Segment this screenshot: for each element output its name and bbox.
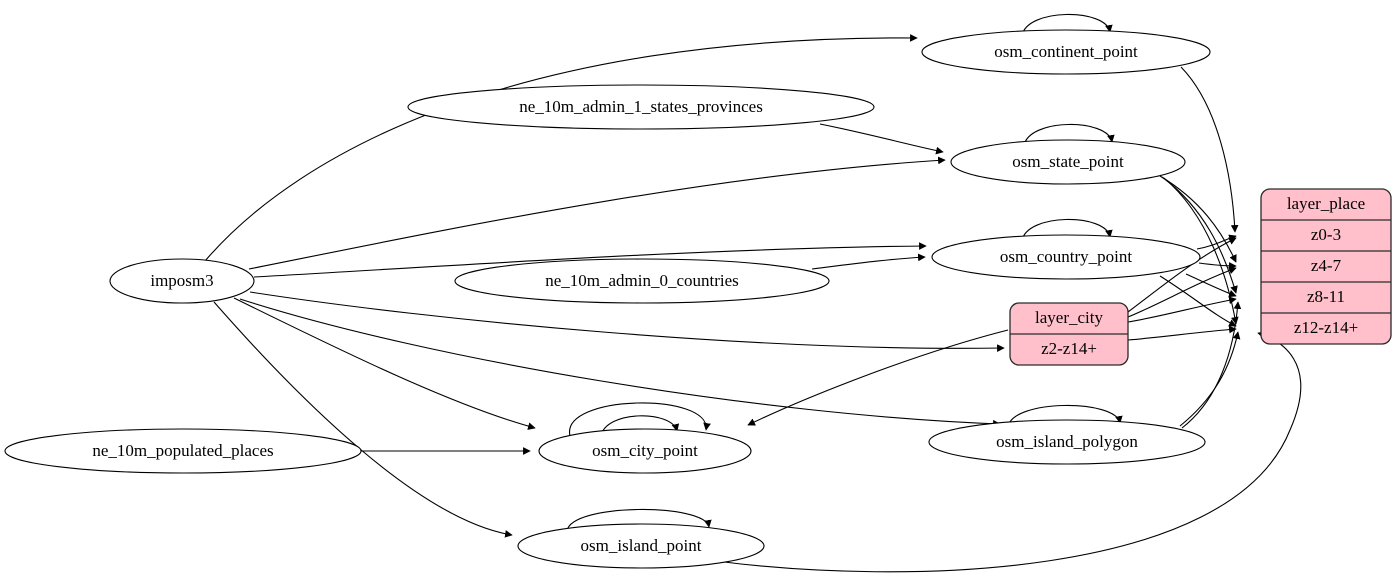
- node-ne-10m-admin-1-states-provinces[interactable]: ne_10m_admin_1_states_provinces: [407, 84, 875, 130]
- node-ne-10m-populated-places-label: ne_10m_populated_places: [92, 441, 273, 460]
- edge-states-provinces-to-osm-state-point: [819, 123, 944, 155]
- node-ne-10m-populated-places-shape: [4, 428, 362, 474]
- node-osm-state-point-shape: [950, 139, 1186, 185]
- edge-layer: [204, 13, 1302, 573]
- edge-admin0-countries-to-osm-country-point: [811, 253, 926, 270]
- node-osm-continent-point-label: osm_continent_point: [994, 42, 1138, 61]
- edge-osm-country-point-to-layer-place-z0-3: [1196, 234, 1237, 250]
- edge-imposm3-to-osm-country-point: [253, 242, 927, 278]
- node-ne-10m-admin-1-states-provinces-label: ne_10m_admin_1_states_provinces: [519, 97, 763, 116]
- node-layer: imposm3 ne_10m_admin_1_states_provinces …: [4, 29, 1211, 569]
- node-osm-state-point[interactable]: osm_state_point: [950, 139, 1186, 185]
- node-ne-10m-admin-0-countries-shape: [454, 258, 830, 304]
- node-osm-island-point[interactable]: osm_island_point: [517, 523, 765, 569]
- node-osm-state-point-label: osm_state_point: [1012, 152, 1124, 171]
- node-osm-country-point[interactable]: osm_country_point: [931, 234, 1201, 280]
- node-ne-10m-admin-0-countries-label: ne_10m_admin_0_countries: [545, 271, 739, 290]
- edge-osm-state-point-to-layer-place-z12-z14: [1163, 177, 1239, 325]
- node-imposm3[interactable]: imposm3: [109, 258, 255, 304]
- node-osm-country-point-shape: [931, 234, 1201, 280]
- self-loop-osm-continent-point: [1021, 13, 1113, 37]
- layer-city-header-label: layer_city: [1035, 308, 1103, 327]
- node-osm-island-polygon[interactable]: osm_island_polygon: [928, 419, 1206, 465]
- node-osm-city-point[interactable]: osm_city_point: [538, 428, 752, 474]
- self-loop-osm-state-point: [1023, 123, 1115, 147]
- layer-place-row-z12-z14[interactable]: z12-z14+: [1294, 318, 1358, 337]
- self-loop-osm-city-point-outer: [569, 402, 711, 437]
- edge-osm-country-point-to-layer-place-z8-11: [1185, 273, 1237, 298]
- edge-imposm3-to-osm-state-point: [248, 156, 946, 270]
- edge-layer-city-to-osm-city-point: [747, 329, 1009, 426]
- self-loop-osm-country-point: [1021, 218, 1113, 242]
- edge-imposm3-to-layer-city: [249, 291, 1005, 352]
- node-osm-continent-point[interactable]: osm_continent_point: [921, 29, 1211, 75]
- edge-osm-state-point-to-layer-place-z8-11: [1161, 176, 1238, 294]
- edge-layer-city-to-layer-place-z0-3: [1127, 237, 1237, 313]
- node-osm-island-point-label: osm_island_point: [581, 536, 702, 555]
- record-node-layer-place[interactable]: layer_place z0-3 z4-7 z8-11 z12-z14+: [1260, 188, 1392, 345]
- node-imposm3-shape: [109, 258, 255, 304]
- node-ne-10m-admin-1-states-provinces-shape: [407, 84, 875, 130]
- layer-place-row-z8-11[interactable]: z8-11: [1307, 287, 1345, 306]
- edge-imposm3-to-osm-island-point: [213, 301, 513, 538]
- edge-layer-city-to-layer-place-z4-7: [1127, 266, 1237, 318]
- layer-city-row-z2-z14[interactable]: z2-z14+: [1041, 339, 1097, 358]
- edge-osm-state-point-to-layer-place-z4-7: [1159, 175, 1237, 263]
- node-osm-continent-point-shape: [921, 29, 1211, 75]
- record-node-layer-city[interactable]: layer_city z2-z14+: [1009, 302, 1129, 366]
- edge-imposm3-to-osm-city-point: [233, 297, 536, 430]
- edge-imposm3-to-osm-island-polygon: [239, 298, 1001, 428]
- edge-layer-city-to-layer-place-z8-11: [1127, 296, 1237, 323]
- edge-osm-continent-point-to-layer-place-z0-3: [1180, 66, 1239, 233]
- node-ne-10m-populated-places[interactable]: ne_10m_populated_places: [4, 428, 362, 474]
- node-osm-city-point-label: osm_city_point: [592, 441, 698, 460]
- self-loop-osm-island-point: [566, 508, 712, 532]
- node-osm-country-point-label: osm_country_point: [1000, 247, 1132, 266]
- edge-osm-country-point-to-layer-place-z4-7: [1198, 262, 1237, 270]
- node-ne-10m-admin-0-countries[interactable]: ne_10m_admin_0_countries: [454, 258, 830, 304]
- layer-place-box: [1260, 188, 1392, 345]
- edge-layer-city-to-layer-place-z12-z14: [1127, 325, 1237, 341]
- self-loop-osm-island-polygon: [1007, 404, 1123, 428]
- node-osm-island-point-shape: [517, 523, 765, 569]
- node-imposm3-label: imposm3: [150, 271, 213, 290]
- layer-place-row-z0-3[interactable]: z0-3: [1311, 225, 1341, 244]
- edge-osm-island-polygon-to-layer-place-z8-11: [1181, 301, 1242, 429]
- edge-osm-island-point-to-layer-place-z12-z14: [715, 331, 1302, 573]
- layer-place-row-z4-7[interactable]: z4-7: [1311, 256, 1342, 275]
- node-osm-city-point-shape: [538, 428, 752, 474]
- edge-osm-country-point-to-layer-place-z12-z14: [1159, 275, 1237, 327]
- node-osm-island-polygon-shape: [928, 419, 1206, 465]
- layer-place-header-label: layer_place: [1287, 194, 1365, 213]
- edge-osm-island-polygon-to-layer-place-z12-z14: [1179, 331, 1241, 427]
- self-loop-osm-city-point-inner: [600, 415, 680, 437]
- node-osm-island-polygon-label: osm_island_polygon: [996, 432, 1138, 451]
- edge-imposm3-to-osm-continent-point: [204, 34, 918, 262]
